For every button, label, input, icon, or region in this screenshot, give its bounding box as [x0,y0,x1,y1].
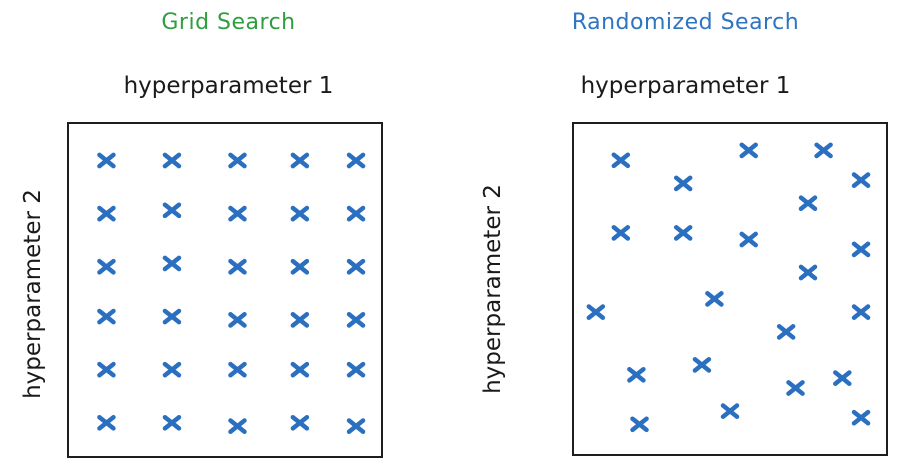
random-x-axis-label: hyperparameter 1 [580,73,791,99]
grid-sample-point [228,312,247,328]
random-sample-point [611,152,631,169]
random-sample-point [851,241,871,258]
random-sample-point [673,225,693,241]
random-sample-point [630,416,649,433]
grid-sample-point [346,361,366,378]
random-sample-point [705,291,724,307]
grid-sample-point [346,258,366,275]
random-sample-point [776,324,796,340]
random-sample-point [586,304,606,320]
grid-sample-point [346,205,366,222]
grid-sample-point [97,308,116,325]
grid-x-axis-label: hyperparameter 1 [123,73,334,99]
random-sample-point [739,142,758,159]
grid-search-title: Grid Search [161,10,296,35]
random-sample-point [611,225,631,241]
grid-sample-point [162,308,182,325]
grid-sample-point [290,258,310,275]
grid-sample-point [162,255,182,272]
grid-sample-point [346,418,366,434]
grid-plot-area [67,122,383,458]
grid-sample-point [290,205,310,222]
grid-sample-point [162,202,182,219]
grid-sample-point [228,418,247,434]
grid-sample-point [228,152,247,169]
grid-sample-point [162,414,182,431]
grid-sample-point [162,152,182,169]
random-sample-point [833,370,852,386]
random-y-axis-label: hyperparameter 2 [480,184,506,394]
grid-sample-point [346,152,366,169]
grid-sample-point [290,414,310,431]
random-sample-point [851,172,871,188]
random-sample-point [851,409,871,426]
random-sample-point [673,175,693,192]
random-sample-point [627,366,646,383]
grid-sample-point [290,312,310,328]
grid-sample-point [97,414,116,431]
random-sample-point [851,304,871,320]
random-sample-point [720,403,740,419]
grid-sample-point [97,258,116,275]
random-scatter-plot [586,142,871,433]
random-search-title: Randomized Search [571,10,800,35]
random-sample-point [692,357,712,373]
grid-sample-point [162,361,182,378]
grid-sample-point [228,361,247,378]
grid-sample-point [97,361,116,378]
grid-y-axis-label: hyperparameter 2 [20,189,46,399]
random-sample-point [739,231,758,248]
grid-sample-point [290,361,310,378]
grid-sample-point [97,152,116,169]
random-plot-area [572,122,888,456]
grid-sample-point [290,152,310,169]
grid-scatter-plot [97,152,366,434]
grid-sample-point [228,205,247,222]
grid-search-panel: Grid Search hyperparameter 1 hyperparame… [20,10,383,458]
random-search-panel: Randomized Search hyperparameter 1 hyper… [457,0,914,465]
random-sample-point [814,142,833,159]
random-sample-point [798,264,818,281]
grid-sample-point [228,258,247,275]
random-sample-point [798,195,818,212]
grid-sample-point [97,205,116,222]
grid-sample-point [346,312,366,328]
random-sample-point [786,380,805,396]
